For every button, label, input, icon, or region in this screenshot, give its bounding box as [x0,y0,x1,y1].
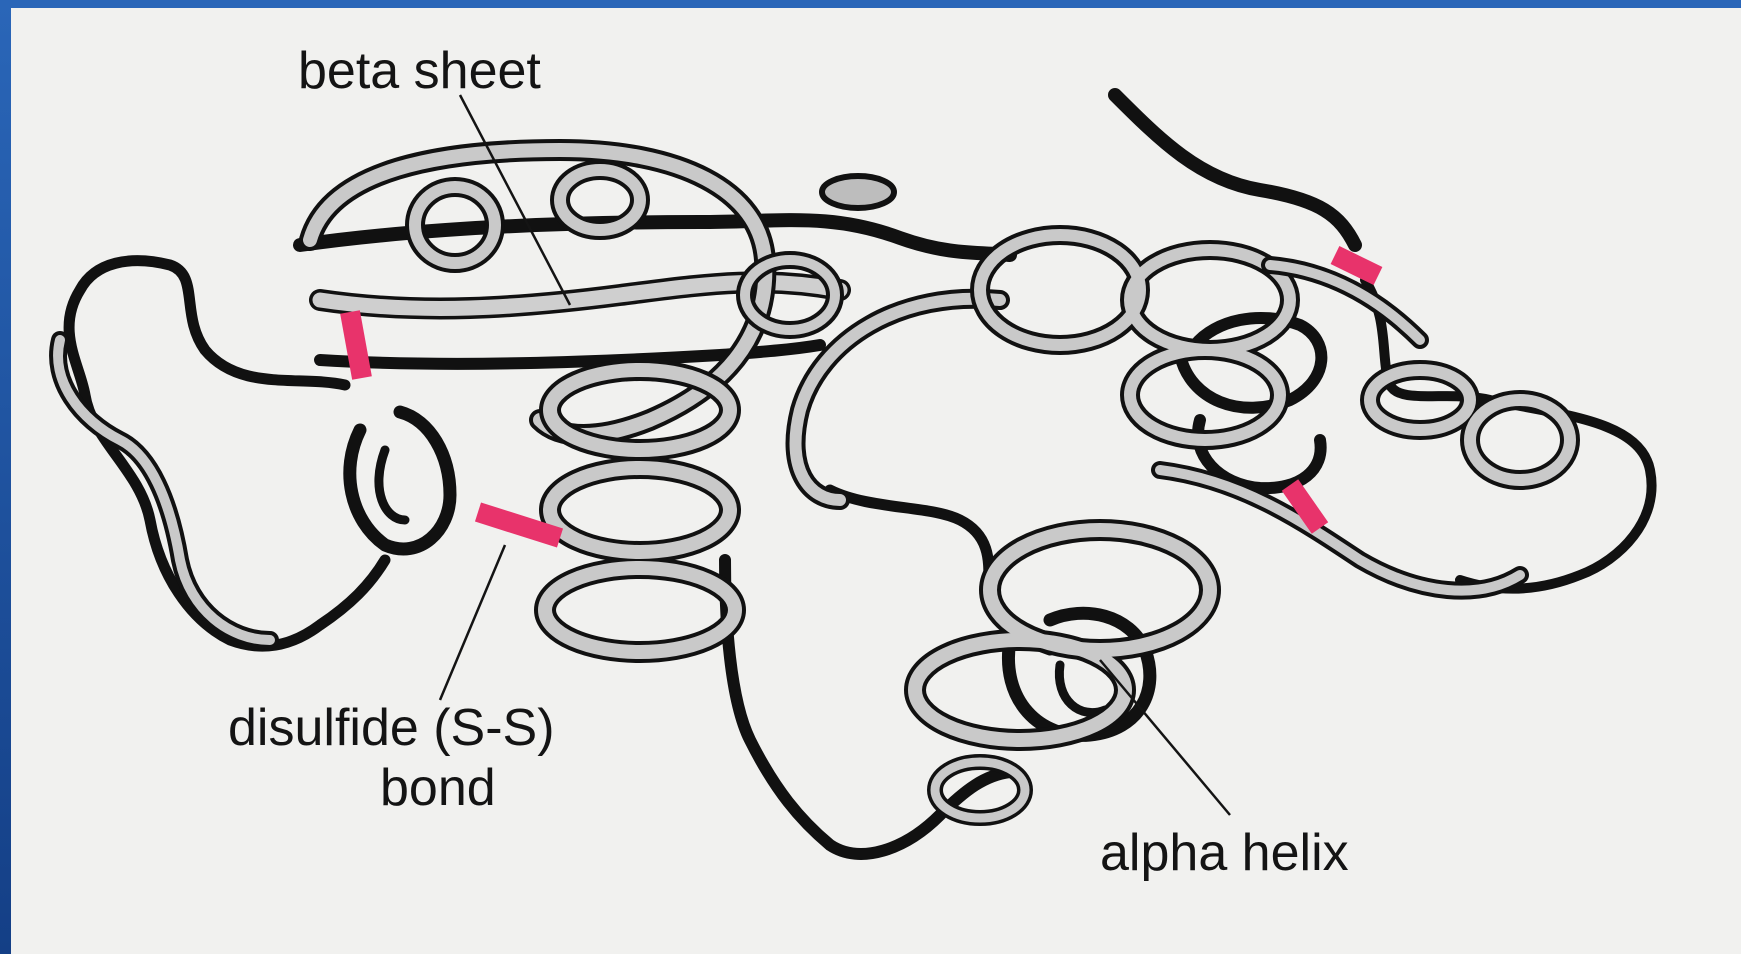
alpha-helix-label: alpha helix [1100,824,1349,882]
backbone-knob [822,176,894,208]
disulfide-label-line2: bond [380,759,496,817]
beta-sheet-label: beta sheet [298,42,541,100]
disulfide-bond-left [350,312,362,378]
alpha-helix-leader [1100,660,1230,815]
disulfide-label-line1: disulfide (S-S) [228,699,555,757]
disulfide-leader [440,545,505,700]
disulfide-bond-top-right [1335,255,1378,276]
